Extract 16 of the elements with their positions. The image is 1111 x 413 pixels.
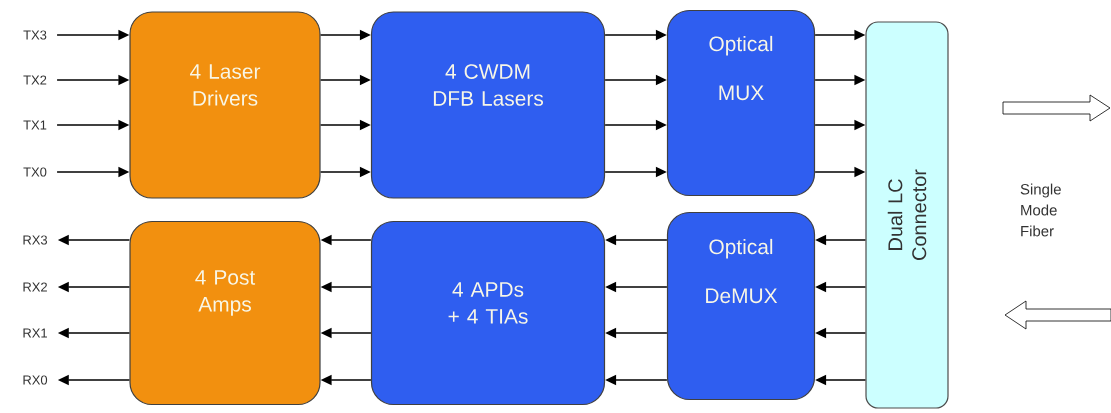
signal-label: RX2 [23, 282, 47, 292]
process-box: 4 Post Amps [129, 220, 321, 406]
process-box: Optical DeMUX [666, 211, 816, 401]
process-box: Optical MUX [666, 9, 816, 197]
process-box: 4 Laser Drivers [129, 11, 321, 199]
signal-label: RX3 [23, 235, 48, 245]
connector-box: Dual LC Connector [865, 21, 949, 409]
fiber-label: Single Mode Fiber [1020, 183, 1061, 237]
signal-label: TX0 [23, 167, 47, 177]
process-box: 4 CWDM DFB Lasers [370, 11, 606, 199]
signal-label: TX2 [23, 75, 47, 85]
process-box: 4 APDs + 4 TIAs [370, 220, 606, 406]
signal-label: TX1 [23, 120, 47, 130]
signal-label: RX0 [23, 375, 48, 385]
signal-label: RX1 [23, 328, 47, 338]
signal-label: TX3 [23, 30, 47, 40]
